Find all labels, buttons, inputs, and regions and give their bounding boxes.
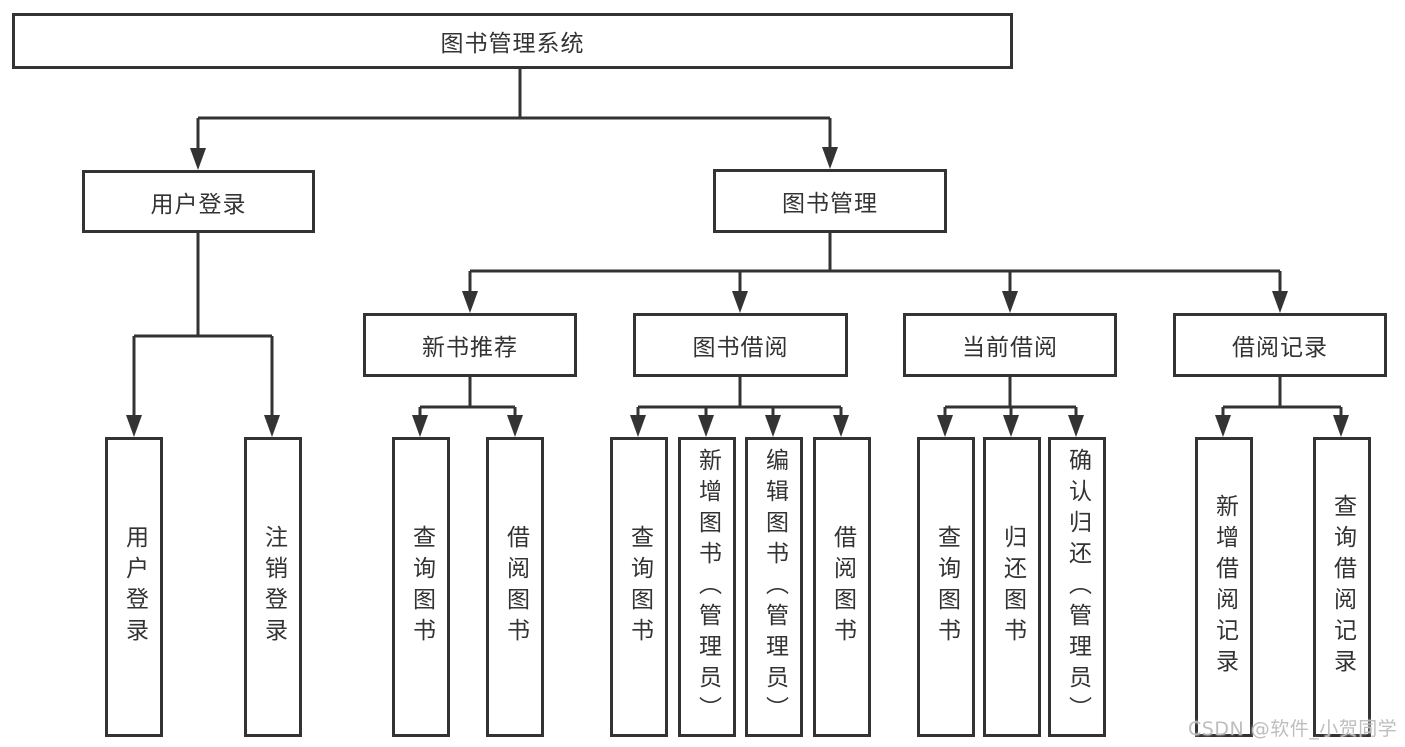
leaf-query-books-recommend: 查询图书 (392, 437, 450, 737)
leaf-confirm-return-admin-label: 确认归还（管理员） (1064, 447, 1091, 727)
leaf-logout: 注销登录 (244, 437, 302, 737)
leaf-edit-books-admin: 编辑图书（管理员） (745, 437, 803, 737)
node-new-book-recommend: 新书推荐 (363, 313, 577, 377)
leaf-query-books-current-label: 查询图书 (933, 525, 960, 649)
leaf-add-borrow-record: 新增借阅记录 (1195, 437, 1253, 737)
node-library-management-system: 图书管理系统 (12, 13, 1013, 69)
leaf-query-books-current: 查询图书 (917, 437, 975, 737)
node-book-management: 图书管理 (713, 169, 947, 233)
leaf-confirm-return-admin: 确认归还（管理员） (1048, 437, 1106, 737)
node-user-login: 用户登录 (82, 170, 315, 233)
leaf-add-borrow-record-label: 新增借阅记录 (1211, 494, 1238, 680)
leaf-add-books-admin-label: 新增图书（管理员） (694, 447, 721, 727)
leaf-user-login: 用户登录 (105, 437, 163, 737)
leaf-borrow-books-label: 借阅图书 (829, 525, 856, 649)
node-current-borrowing: 当前借阅 (903, 313, 1117, 377)
leaf-query-books-recommend-label: 查询图书 (408, 525, 435, 649)
node-borrowing-records: 借阅记录 (1173, 313, 1387, 377)
leaf-query-books-borrowing: 查询图书 (610, 437, 668, 737)
leaf-return-books-label: 归还图书 (999, 525, 1026, 649)
leaf-return-books: 归还图书 (983, 437, 1041, 737)
leaf-user-login-label: 用户登录 (121, 525, 148, 649)
leaf-query-borrow-record-label: 查询借阅记录 (1329, 494, 1356, 680)
leaf-query-borrow-record: 查询借阅记录 (1313, 437, 1371, 737)
leaf-edit-books-admin-label: 编辑图书（管理员） (761, 447, 788, 727)
leaf-add-books-admin: 新增图书（管理员） (678, 437, 736, 737)
leaf-logout-label: 注销登录 (260, 525, 287, 649)
leaf-borrow-books: 借阅图书 (813, 437, 871, 737)
leaf-borrow-books-recommend-label: 借阅图书 (502, 525, 529, 649)
leaf-query-books-borrowing-label: 查询图书 (626, 525, 653, 649)
leaf-borrow-books-recommend: 借阅图书 (486, 437, 544, 737)
node-book-borrowing: 图书借阅 (633, 313, 848, 377)
